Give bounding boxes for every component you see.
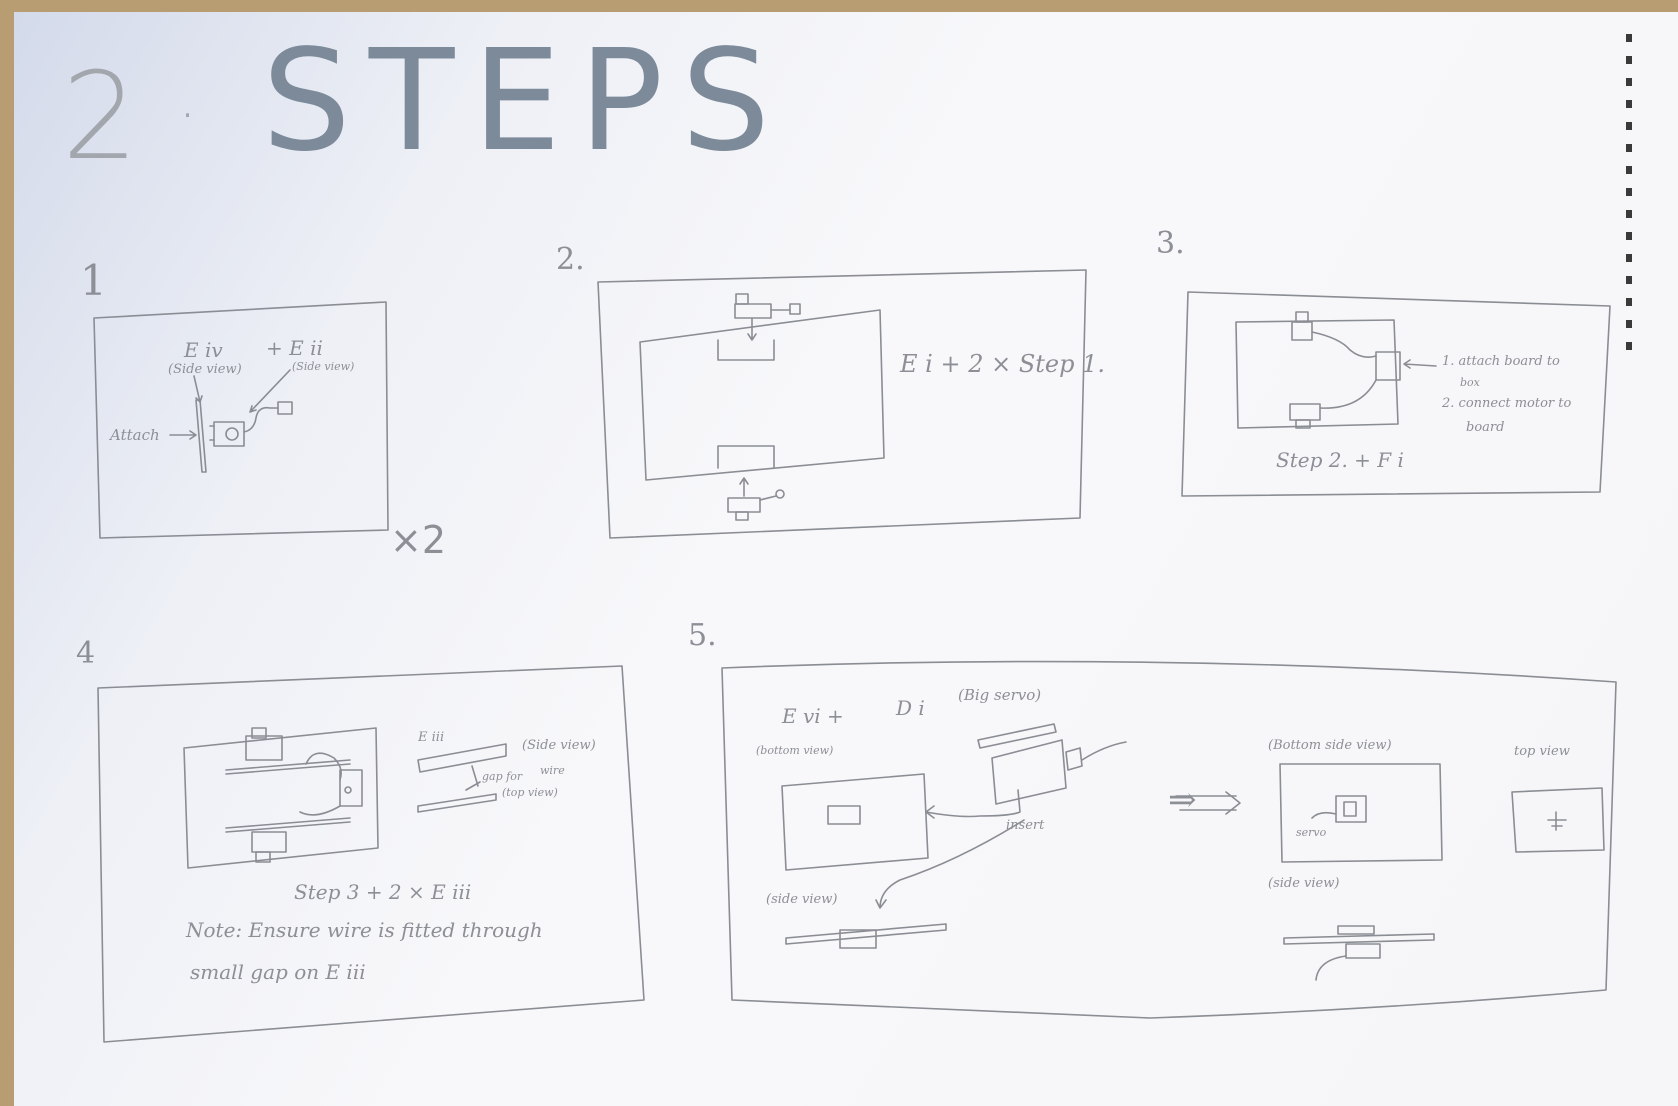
step-1-part-eiv: E iv	[184, 338, 223, 362]
sketch-paper	[14, 12, 1678, 1106]
step-3-note-1b: box	[1460, 376, 1480, 389]
step-4-side-view: (Side view)	[522, 738, 596, 753]
step-5-top-view: top view	[1514, 744, 1570, 759]
step-2-caption: E i + 2 × Step 1.	[900, 350, 1106, 378]
step-4-note-line-1: Note: Ensure wire is fitted through	[186, 918, 543, 942]
step-5-bottom-side-view: (Bottom side view)	[1268, 738, 1392, 753]
step-5-insert-label: insert	[1006, 818, 1045, 833]
step-3-number: 3.	[1156, 226, 1185, 261]
step-4-top-view: (top view)	[502, 786, 558, 799]
step-4-note-line-2: small gap on E iii	[190, 960, 366, 984]
section-number: 2	[62, 48, 139, 187]
step-4-number: 4	[76, 636, 96, 671]
step-2-number: 2.	[556, 242, 585, 277]
step-3-note-2: 2. connect motor to	[1442, 396, 1572, 411]
step-5-big-servo-label: (Big servo)	[958, 686, 1042, 704]
step-4-gap-label-1: gap for	[482, 770, 523, 783]
step-3-caption: Step 2. + F i	[1276, 448, 1404, 472]
spiral-binding-holes	[1626, 34, 1634, 434]
step-5-side-view-right: (side view)	[1268, 876, 1340, 891]
section-dot: .	[178, 62, 198, 132]
step-4-gap-label-2: wire	[540, 764, 565, 777]
page-title: STEPS	[262, 20, 789, 183]
step-5-servo-label: servo	[1296, 826, 1327, 839]
step-4-panel	[97, 665, 645, 1043]
step-1-part-eii: + E ii	[266, 336, 323, 360]
step-5-part-evi: E vi +	[782, 704, 844, 728]
step-3-panel	[1181, 291, 1611, 497]
step-1-attach-label: Attach	[110, 426, 160, 444]
step-1-side-view-left: (Side view)	[168, 362, 242, 377]
step-5-side-view-left: (side view)	[766, 892, 838, 907]
step-1-side-view-right: (Side view)	[292, 360, 355, 373]
step-4-caption: Step 3 + 2 × E iii	[294, 880, 472, 904]
step-3-note-2b: board	[1466, 420, 1505, 435]
step-5-result-arrow: ⇒	[1168, 780, 1197, 820]
step-5-panel	[721, 660, 1617, 1019]
step-1-multiplier: ×2	[390, 518, 447, 562]
step-1-number: 1	[80, 256, 107, 305]
step-5-bottom-view: (bottom view)	[756, 744, 834, 757]
step-4-eiii-label: E iii	[418, 730, 445, 745]
step-5-part-di: D i	[896, 696, 925, 720]
step-2-panel	[597, 269, 1087, 539]
step-3-note-1: 1. attach board to	[1442, 354, 1560, 369]
step-1-panel	[93, 301, 389, 539]
step-5-number: 5.	[688, 618, 717, 653]
